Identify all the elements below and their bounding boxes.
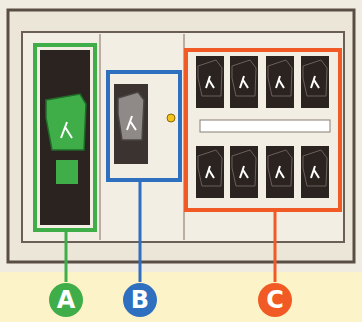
callout-circle: B [123, 283, 157, 317]
breaker-body [266, 146, 294, 198]
breaker-lever [232, 60, 256, 96]
breaker-lever [232, 150, 256, 186]
switch-symbol [311, 76, 319, 88]
group-outline [108, 72, 180, 180]
breaker-lever [303, 150, 327, 186]
main-switch-body [40, 50, 90, 225]
switch-symbol [206, 76, 214, 88]
breaker-body [301, 146, 329, 198]
label-strip [200, 120, 330, 132]
breaker-lever [198, 60, 222, 96]
rcd-body [114, 84, 148, 164]
switch-symbol [240, 166, 248, 178]
breaker-body [301, 56, 329, 108]
callout-circle: A [49, 283, 83, 317]
switch-symbol [206, 166, 214, 178]
switch-symbol [311, 166, 319, 178]
breaker-body [196, 146, 224, 198]
circuit-breakers [196, 56, 329, 198]
test-button [167, 114, 175, 122]
leader-line [274, 210, 277, 282]
callout-letter: B [131, 288, 149, 312]
rcd-lever [118, 92, 144, 140]
switch-symbol [276, 76, 284, 88]
switch-symbol [127, 116, 136, 130]
breaker-body [230, 56, 258, 108]
indicator-window [56, 160, 78, 184]
main-switch-lever [46, 94, 86, 150]
callout-letter: C [266, 288, 284, 312]
breaker-body [196, 56, 224, 108]
switch-symbol [276, 166, 284, 178]
leader-line [65, 230, 68, 282]
breaker-lever [268, 60, 292, 96]
group-outline [186, 50, 340, 210]
callout-circle: C [258, 283, 292, 317]
breaker-lever [198, 150, 222, 186]
divider [99, 34, 101, 240]
switch-symbol [61, 122, 72, 138]
leader-line [139, 180, 142, 282]
unit-front [22, 32, 344, 242]
breaker-lever [303, 60, 327, 96]
unit-housing [8, 10, 354, 262]
wall-panel [0, 0, 362, 272]
breaker-body [266, 56, 294, 108]
callout-letter: A [57, 288, 76, 312]
switch-symbol [240, 76, 248, 88]
breaker-body [230, 146, 258, 198]
breaker-lever [268, 150, 292, 186]
group-outline [35, 45, 95, 230]
